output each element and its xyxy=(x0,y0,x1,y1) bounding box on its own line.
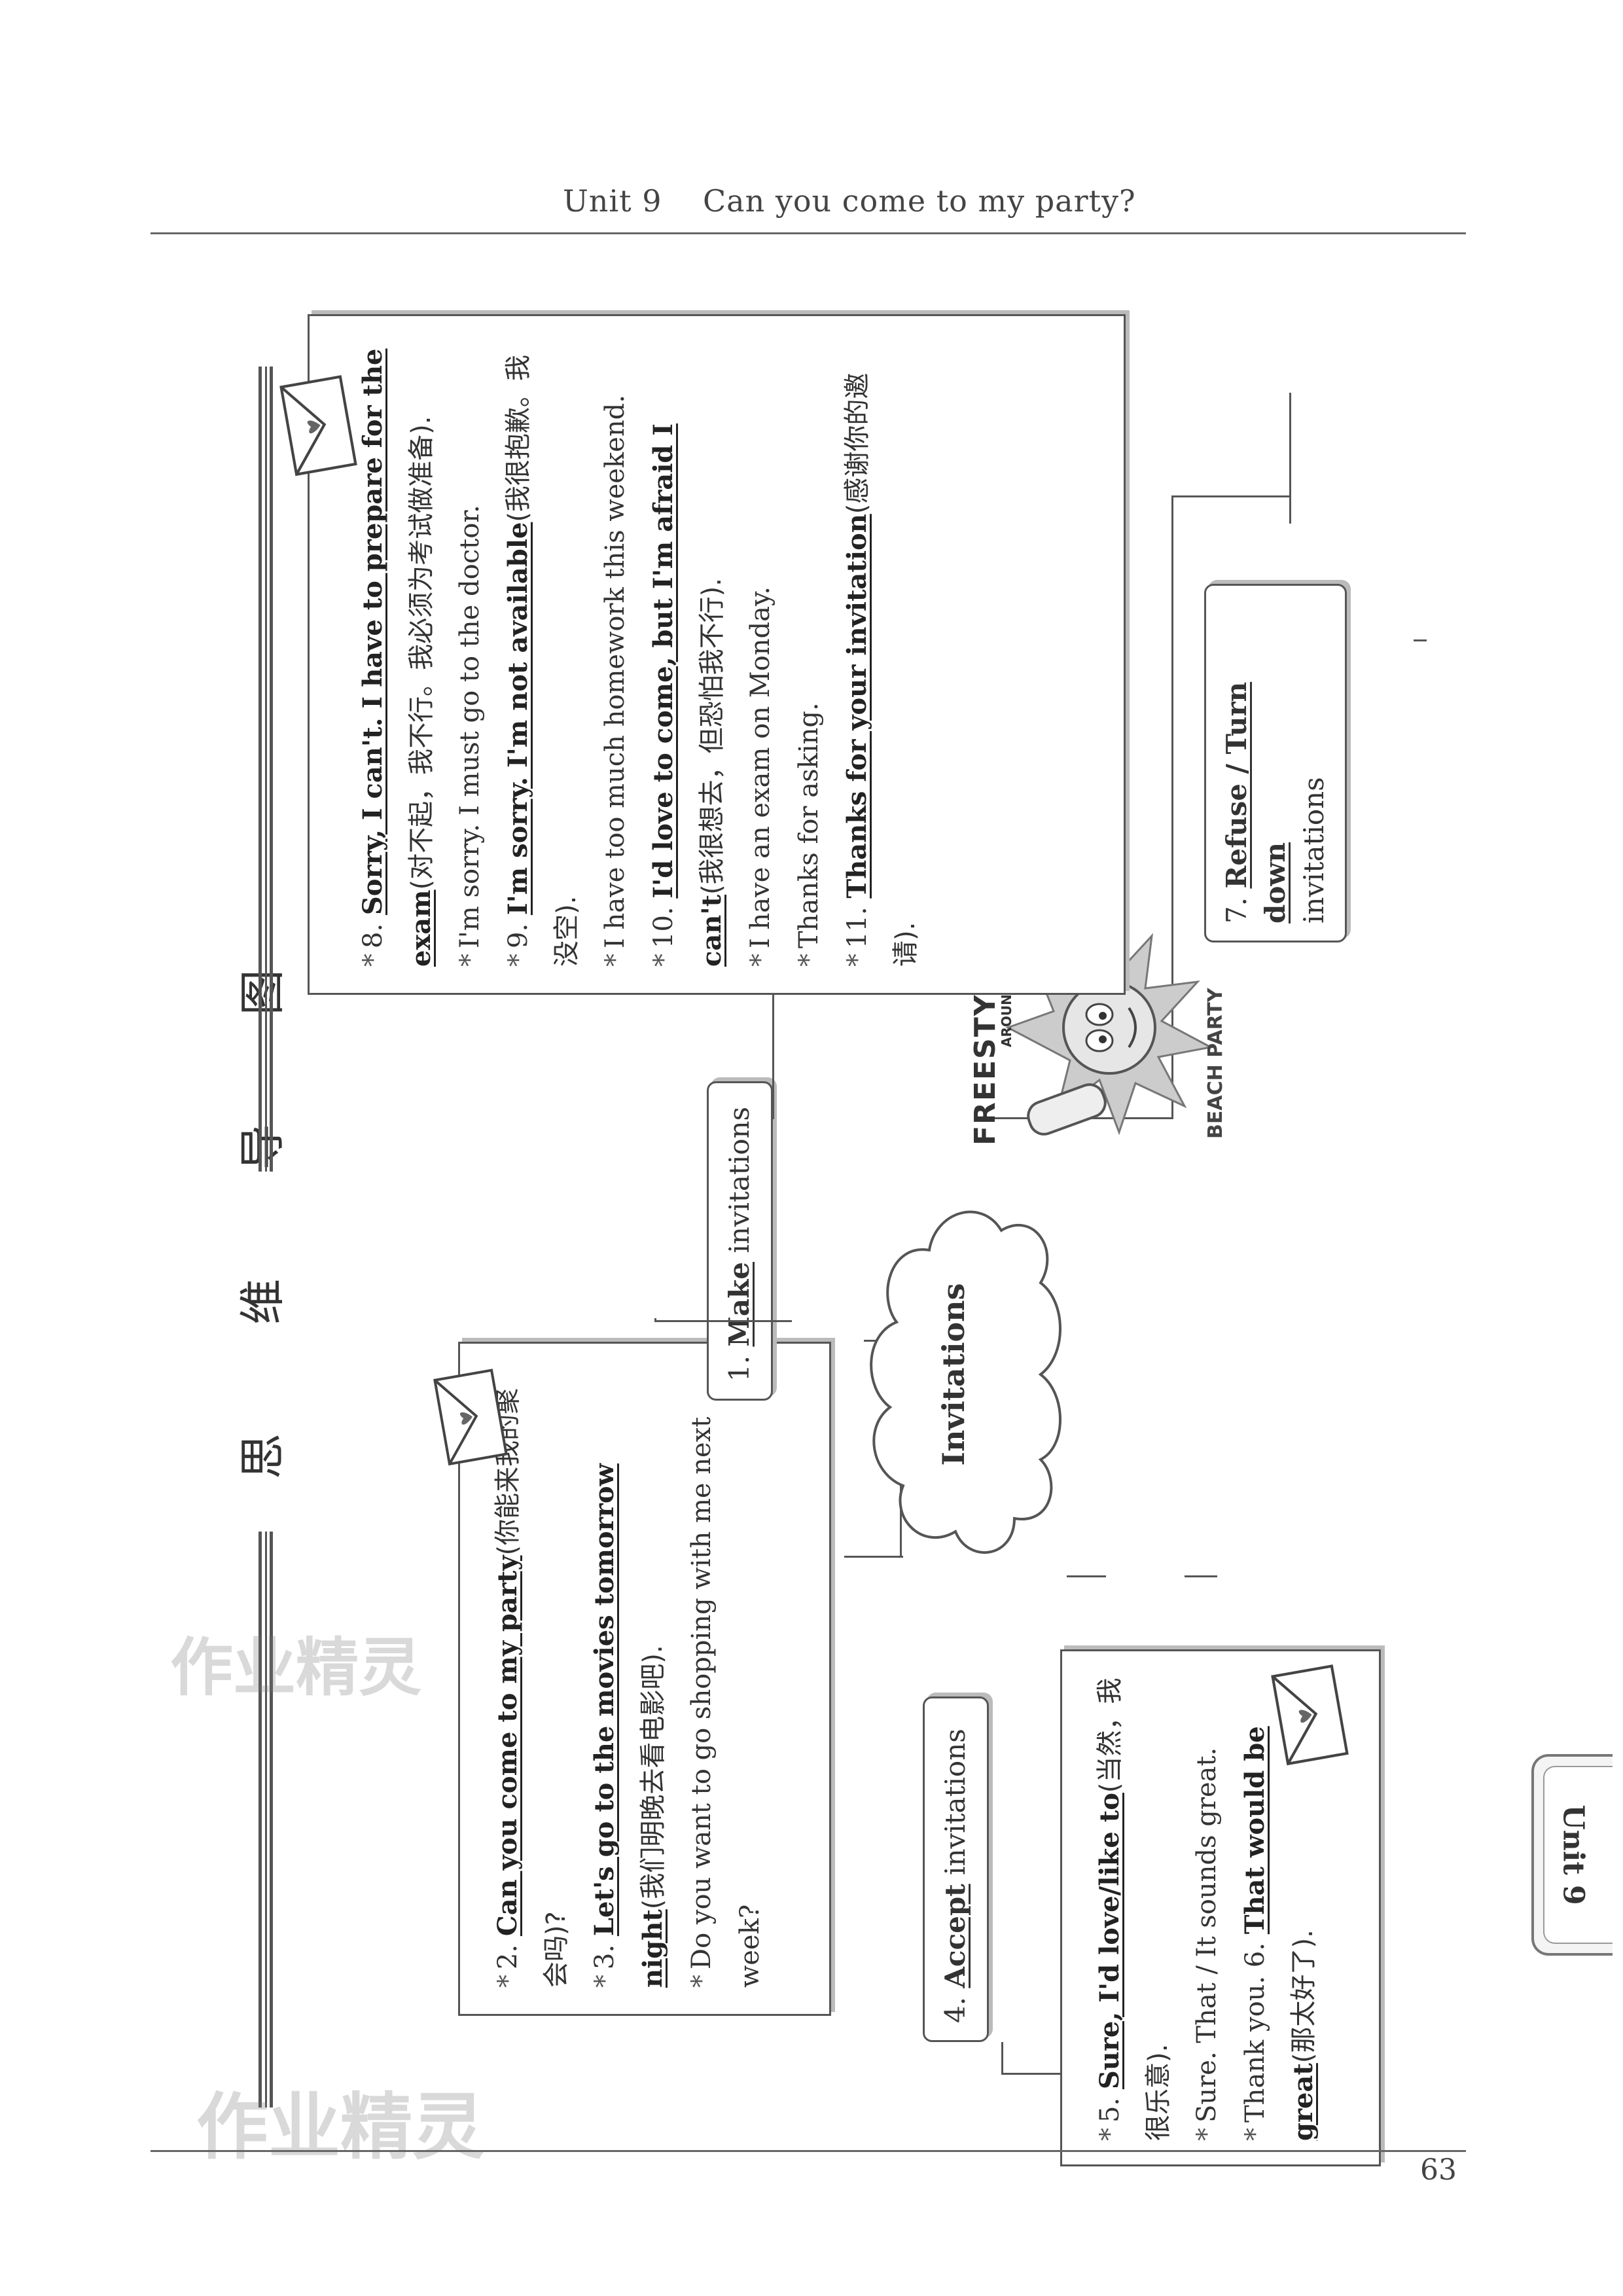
envelope-icon xyxy=(433,1369,508,1466)
unit-side-tab: Unit 9 xyxy=(1531,1754,1613,1956)
footer-rule xyxy=(151,2150,1466,2152)
connector xyxy=(1289,393,1291,524)
refuse-item-9: *9. I'm sorry. I'm not available(我很抱歉。我没… xyxy=(503,355,582,967)
make-item-shopping: *Do you want to go shopping with me next… xyxy=(687,1416,765,1988)
connector xyxy=(654,1320,792,1322)
unit-side-tab-label: Unit 9 xyxy=(1556,1804,1590,1905)
make-invitations-box: *2. Can you come to my party(你能来我的聚会吗)? … xyxy=(458,1342,831,2016)
connector xyxy=(1185,1575,1217,1577)
invitations-cloud xyxy=(870,1210,1061,1554)
refuse-item-10: *10. I'd love to come, but I'm afraid I … xyxy=(648,423,727,967)
refuse-item-thanks-asking: *Thanks for asking. xyxy=(794,702,824,967)
make-invitations-label: 1. Make invitations xyxy=(707,1081,773,1401)
connector xyxy=(654,1318,656,1322)
connector xyxy=(1001,2042,1003,2075)
refuse-item-8: *8. Sorry, I can't. I have to prepare fo… xyxy=(357,348,437,967)
invitations-center-label: Invitations xyxy=(936,1283,971,1466)
envelope-icon xyxy=(279,375,357,476)
accept-invitations-label: 4. Accept invitations xyxy=(923,1696,989,2042)
envelope-icon xyxy=(1271,1664,1349,1766)
accept-item-sounds-great: *Sure. That / It sounds great. xyxy=(1192,1747,1222,2141)
accept-item-5: *5. Sure, I'd love/like to(当然，我很乐意). xyxy=(1094,1677,1173,2141)
title-decoration-right xyxy=(259,367,273,1172)
header-rule xyxy=(151,232,1466,234)
watermark: 作业精灵 xyxy=(170,1631,421,1704)
page-number: 63 xyxy=(1420,2153,1457,2187)
mind-map: 思 维 导 图 *2. Can you come to my party(你能来… xyxy=(144,196,1518,2225)
watermark: 作业精灵 xyxy=(196,2085,484,2169)
refuse-item-homework: *I have too much homework this weekend. xyxy=(600,395,630,967)
refuse-item-doctor: *I'm sorry. I must go to the doctor. xyxy=(455,505,485,967)
refuse-invitations-box: *8. Sorry, I can't. I have to prepare fo… xyxy=(308,314,1126,995)
refuse-item-exam: *I have an exam on Monday. xyxy=(745,586,776,967)
refuse-item-11: *11. Thanks for your invitation(感谢你的邀请). xyxy=(842,372,921,967)
page-header-title: Unit 9 Can you come to my party? xyxy=(563,183,1136,219)
make-item-3: *3. Let's go to the movies tomorrow nigh… xyxy=(589,1463,668,1988)
connector xyxy=(1414,639,1427,641)
connector xyxy=(1171,495,1289,497)
